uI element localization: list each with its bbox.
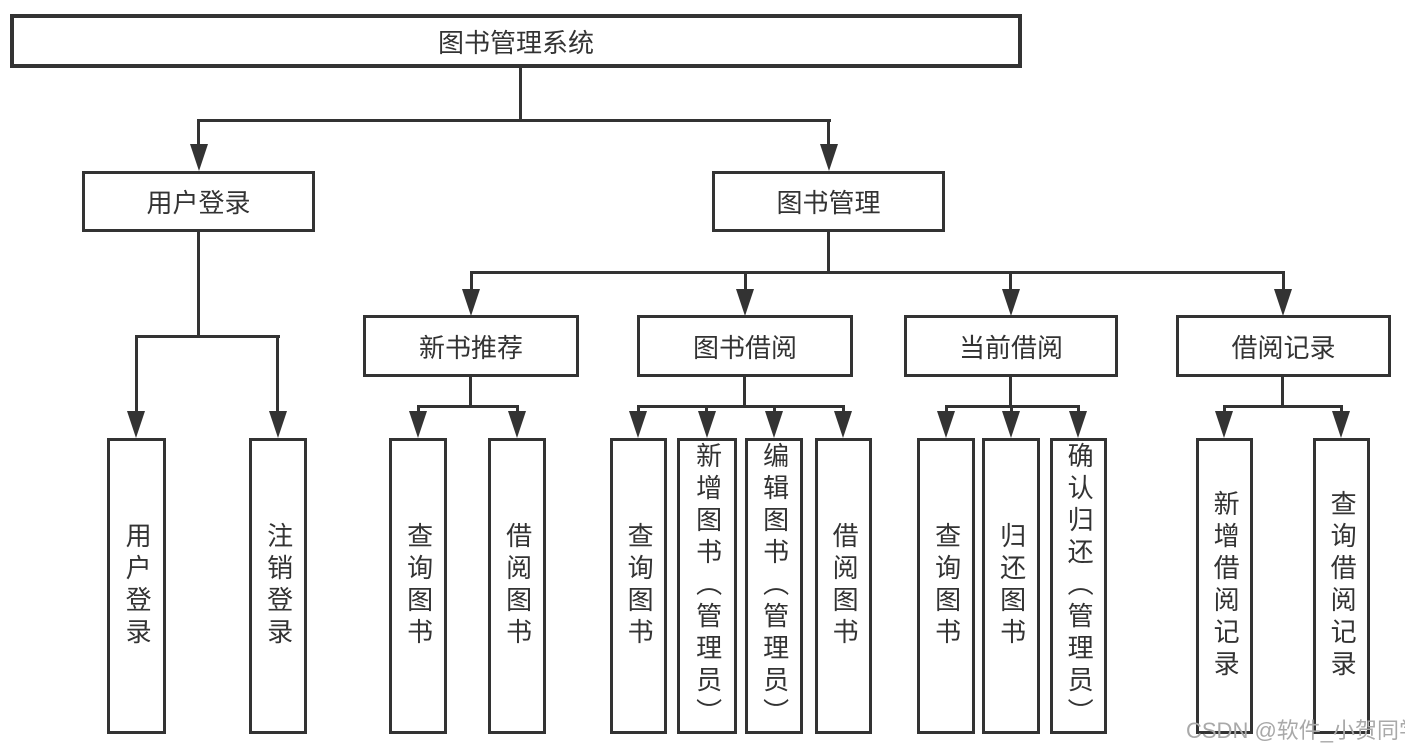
- connector-book-borrow-hline: [637, 405, 845, 408]
- node-br-add-record: 新增借阅记录: [1196, 438, 1253, 734]
- arrowhead-cb-return: [1002, 411, 1020, 438]
- node-logout-label: 注销登录: [263, 522, 294, 650]
- node-br-query-record: 查询借阅记录: [1313, 438, 1370, 734]
- node-br-add-record-label: 新增借阅记录: [1210, 490, 1241, 682]
- connector-book-borrow-stem: [743, 377, 746, 408]
- arrowhead-bb-query: [629, 411, 647, 438]
- connector-stem-user-login-group: [197, 119, 200, 147]
- connector-stem-nb-borrow: [516, 405, 519, 414]
- node-bb-query-books: 查询图书: [610, 438, 667, 734]
- node-book-mgmt-label: 图书管理: [776, 188, 881, 218]
- node-user-login: 用户登录: [107, 438, 166, 734]
- arrowhead-br-add: [1215, 411, 1233, 438]
- arrowhead-user-login: [127, 411, 145, 438]
- arrowhead-bb-edit: [765, 411, 783, 438]
- connector-stem-bb-borrow: [842, 405, 845, 414]
- connector-stem-bb-query: [637, 405, 640, 414]
- node-nb-query-books: 查询图书: [389, 438, 447, 734]
- node-cb-confirm-return-admin-label: 确认归还（管理员）: [1064, 442, 1095, 730]
- arrowhead-new-book-rec: [462, 289, 480, 316]
- node-borrow-record: 借阅记录: [1176, 315, 1391, 377]
- arrowhead-book-borrow: [736, 289, 754, 316]
- connector-stem-br-query: [1340, 405, 1343, 414]
- connector-borrow-record-hline: [1223, 405, 1343, 408]
- connector-book-mgmt-stem: [827, 232, 830, 274]
- node-borrow-record-label: 借阅记录: [1231, 332, 1336, 363]
- connector-root-stem: [519, 68, 522, 120]
- node-book-mgmt: 图书管理: [712, 171, 945, 232]
- node-bb-add-books-admin: 新增图书（管理员）: [677, 438, 737, 734]
- connector-new-book-rec-stem: [469, 377, 472, 408]
- connector-stem-nb-query: [417, 405, 420, 414]
- connector-stem-user-login: [135, 335, 138, 413]
- arrowhead-nb-query: [409, 411, 427, 438]
- connector-current-borrow-stem: [1009, 377, 1012, 408]
- node-root: 图书管理系统: [10, 14, 1022, 68]
- arrowhead-bb-borrow: [834, 411, 852, 438]
- arrowhead-user-login-group: [190, 144, 208, 171]
- node-cb-query-books-label: 查询图书: [931, 522, 962, 650]
- connector-stem-book-mgmt: [827, 119, 830, 147]
- arrowhead-nb-borrow: [508, 411, 526, 438]
- node-bb-query-books-label: 查询图书: [624, 522, 655, 650]
- node-bb-borrow-books: 借阅图书: [815, 438, 872, 734]
- connector-stem-borrow-record: [1282, 271, 1285, 291]
- arrowhead-book-mgmt: [820, 144, 838, 171]
- connector-stem-cb-return: [1010, 405, 1013, 414]
- watermark: CSDN @软件_小贺同学: [1186, 718, 1405, 743]
- connector-user-group-hline: [135, 335, 280, 338]
- connector-stem-cb-confirm: [1077, 405, 1080, 414]
- node-user-login-group-label: 用户登录: [146, 188, 251, 218]
- connector-stem-bb-add: [705, 405, 708, 414]
- node-bb-add-books-admin-label: 新增图书（管理员）: [692, 442, 723, 730]
- node-book-borrow-label: 图书借阅: [692, 332, 797, 363]
- connector-level1-hline: [197, 119, 831, 122]
- node-new-book-rec: 新书推荐: [363, 315, 579, 377]
- node-logout: 注销登录: [249, 438, 307, 734]
- node-nb-borrow-books: 借阅图书: [488, 438, 546, 734]
- connector-stem-logout: [276, 335, 279, 413]
- node-bb-borrow-books-label: 借阅图书: [829, 522, 860, 650]
- connector-level3-hline: [470, 271, 1284, 274]
- connector-new-book-rec-hline: [417, 405, 519, 408]
- arrowhead-bb-add: [698, 411, 716, 438]
- arrowhead-br-query: [1332, 411, 1350, 438]
- node-nb-query-books-label: 查询图书: [403, 522, 434, 650]
- node-cb-return-books-label: 归还图书: [996, 522, 1027, 650]
- arrowhead-borrow-record: [1274, 289, 1292, 316]
- arrowhead-cb-confirm: [1069, 411, 1087, 438]
- connector-stem-current-borrow: [1009, 271, 1012, 291]
- node-root-label: 图书管理系统: [437, 27, 594, 58]
- node-cb-return-books: 归还图书: [982, 438, 1040, 734]
- node-br-query-record-label: 查询借阅记录: [1327, 490, 1358, 682]
- node-user-login-label: 用户登录: [122, 522, 153, 650]
- connector-user-group-stem: [197, 232, 200, 338]
- connector-stem-bb-edit: [773, 405, 776, 414]
- connector-stem-cb-query: [945, 405, 948, 414]
- arrowhead-cb-query: [937, 411, 955, 438]
- node-cb-query-books: 查询图书: [917, 438, 975, 734]
- node-book-borrow: 图书借阅: [637, 315, 853, 377]
- node-bb-edit-books-admin: 编辑图书（管理员）: [745, 438, 803, 734]
- node-bb-edit-books-admin-label: 编辑图书（管理员）: [759, 442, 790, 730]
- connector-borrow-record-stem: [1281, 377, 1284, 408]
- arrowhead-current-borrow: [1002, 289, 1020, 316]
- node-current-borrow-label: 当前借阅: [958, 332, 1063, 363]
- node-new-book-rec-label: 新书推荐: [418, 332, 523, 363]
- connector-stem-book-borrow: [744, 271, 747, 291]
- node-nb-borrow-books-label: 借阅图书: [502, 522, 533, 650]
- connector-stem-new-book-rec: [470, 271, 473, 291]
- connector-stem-br-add: [1223, 405, 1226, 414]
- node-cb-confirm-return-admin: 确认归还（管理员）: [1050, 438, 1107, 734]
- node-current-borrow: 当前借阅: [904, 315, 1118, 377]
- arrowhead-logout: [269, 411, 287, 438]
- node-user-login-group: 用户登录: [82, 171, 315, 232]
